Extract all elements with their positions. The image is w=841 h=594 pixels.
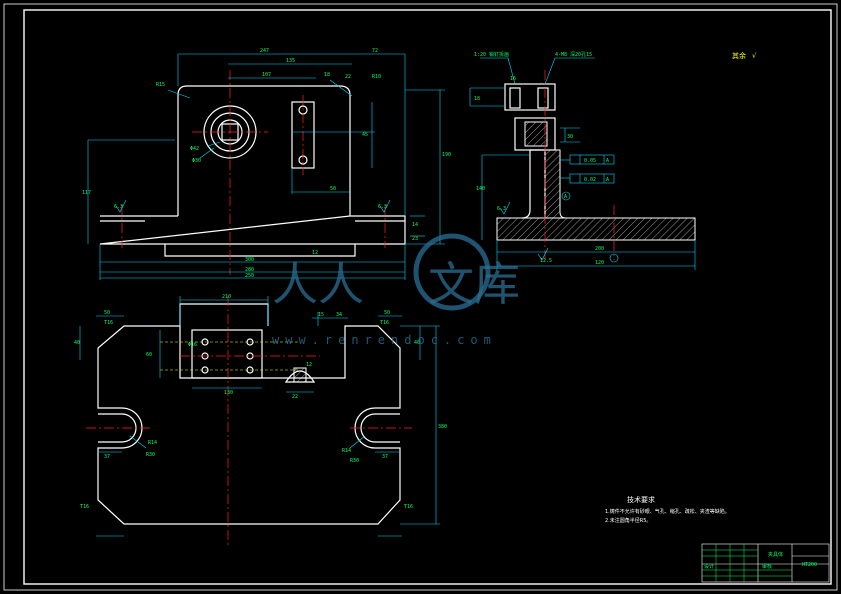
top-dim-slot-w-2: 37: [382, 454, 388, 460]
title-sub-a: 设计: [704, 563, 714, 570]
dim-cham: 45: [362, 132, 368, 138]
top-dim-small-b: 34: [336, 312, 342, 318]
top-dim-r-left: R14: [148, 440, 157, 446]
dim-base-h: 23: [412, 236, 418, 242]
tech-requirements: 技术要求 1.铸件不允许有砂眼、气孔、缩孔、疏松、夹渣等缺陷。 2.未注圆角半径…: [605, 495, 730, 524]
top-dim-small-a: 15: [318, 312, 324, 318]
watermark: 人人 文库 www.renrendoc.com: [272, 233, 520, 347]
top-dim-pocket-h: 60: [146, 352, 152, 358]
dim-slot-w: 22: [345, 74, 351, 80]
top-dim-cham-bl: T16: [80, 504, 89, 510]
roughness-value-front-right: 6.3: [378, 204, 387, 210]
tol-datum-2: A: [606, 177, 609, 183]
dim-height-left: 117: [82, 190, 91, 196]
top-dim-side-l: 40: [74, 340, 80, 346]
top-dim-width: 210: [222, 294, 231, 300]
dim-hole-dia: Φ42: [190, 146, 199, 152]
top-dim-cham-br: T16: [404, 504, 413, 510]
top-dim-r-right-2: R30: [350, 458, 359, 464]
dim-top-a: 135: [286, 58, 295, 64]
side-dim-d: 120: [595, 260, 604, 266]
top-dim-key: 12: [306, 362, 312, 368]
dim-right-ext: 72: [372, 48, 378, 54]
watermark-url: www.renrendoc.com: [272, 333, 497, 347]
side-view: 1:20 销钉拆画 4-M8 深20孔15 0.05 A 0.02 A A 18…: [469, 51, 696, 270]
top-dim-r-right: R14: [342, 448, 351, 454]
side-dim-a: 18: [474, 96, 480, 102]
watermark-cn-b: 文库: [428, 257, 520, 311]
dim-slot-depth: 50: [330, 186, 336, 192]
top-dim-pocket-w: 130: [224, 390, 233, 396]
side-dim-e: 200: [595, 246, 604, 252]
dim-height-total: 190: [442, 152, 451, 158]
watermark-cn-a: 人人: [272, 257, 364, 311]
roughness-mark: √: [752, 52, 757, 60]
side-roughness-b: 12.5: [540, 258, 552, 264]
sheet-border: [3, 3, 838, 591]
top-dim-right-cham: 50: [384, 310, 390, 316]
side-note-top: 1:20 销钉拆画: [474, 51, 509, 58]
roughness-remaining-label: 其余: [732, 51, 746, 60]
title-code: HT200: [802, 562, 817, 568]
roughness-note: 其余 √: [732, 51, 757, 60]
side-note-thread: 4-M8 深20孔15: [555, 51, 592, 58]
top-dim-side-r: 40: [414, 340, 420, 346]
top-dim-r-left-2: R30: [146, 452, 155, 458]
side-dim-c: 140: [476, 186, 485, 192]
dim-base-len: 300: [245, 257, 254, 263]
dim-r-corner-2: R10: [372, 74, 381, 80]
top-dim-pin: Φ16: [188, 342, 197, 348]
tech-title: 技术要求: [627, 495, 655, 504]
top-dim-cham-tr: T16: [380, 320, 389, 326]
side-datum-a: A: [564, 194, 567, 200]
top-dim-slot-w: 37: [104, 454, 110, 460]
side-dim-f: 16: [510, 76, 516, 82]
dim-top-c: 18: [324, 72, 330, 78]
dim-base-thk: 14: [412, 222, 418, 228]
dim-width-total: 247: [260, 48, 269, 54]
top-dim-height: 380: [438, 424, 447, 430]
top-view: 210 380 50 50 T16 T16 T16 T16 40 40 R14 …: [74, 294, 447, 546]
side-dim-b: 30: [567, 134, 573, 140]
tech-line-1: 1.铸件不允许有砂眼、气孔、缩孔、疏松、夹渣等缺陷。: [605, 508, 730, 515]
dim-bore-dia: Φ30: [192, 158, 201, 164]
title-block: 夹具体 HT200 设计 审核: [701, 543, 830, 583]
tol-parallel: 0.05: [584, 158, 596, 164]
front-view: 247 72 135 107 18 22 190 117 300 280 250…: [82, 48, 451, 280]
dim-step: 12: [312, 250, 318, 256]
dim-top-b: 107: [262, 72, 271, 78]
tech-line-2: 2.未注圆角半径R5。: [605, 517, 651, 524]
roughness-value-front-left: 6.3: [114, 204, 123, 210]
title-sub-b: 审核: [762, 563, 772, 570]
dim-r-corner: R15: [156, 82, 165, 88]
top-dim-left-cham: 50: [104, 310, 110, 316]
dim-base-len-2: 280: [245, 267, 254, 273]
top-dim-cham-tl: T16: [104, 320, 113, 326]
dim-base-len-3: 250: [245, 273, 254, 279]
top-dim-bolt-w: 22: [292, 394, 298, 400]
title-name: 夹具体: [768, 551, 783, 558]
side-roughness-a: 6.3: [497, 206, 506, 212]
tol-datum-1: A: [606, 158, 609, 164]
tol-perp: 0.02: [584, 177, 596, 183]
